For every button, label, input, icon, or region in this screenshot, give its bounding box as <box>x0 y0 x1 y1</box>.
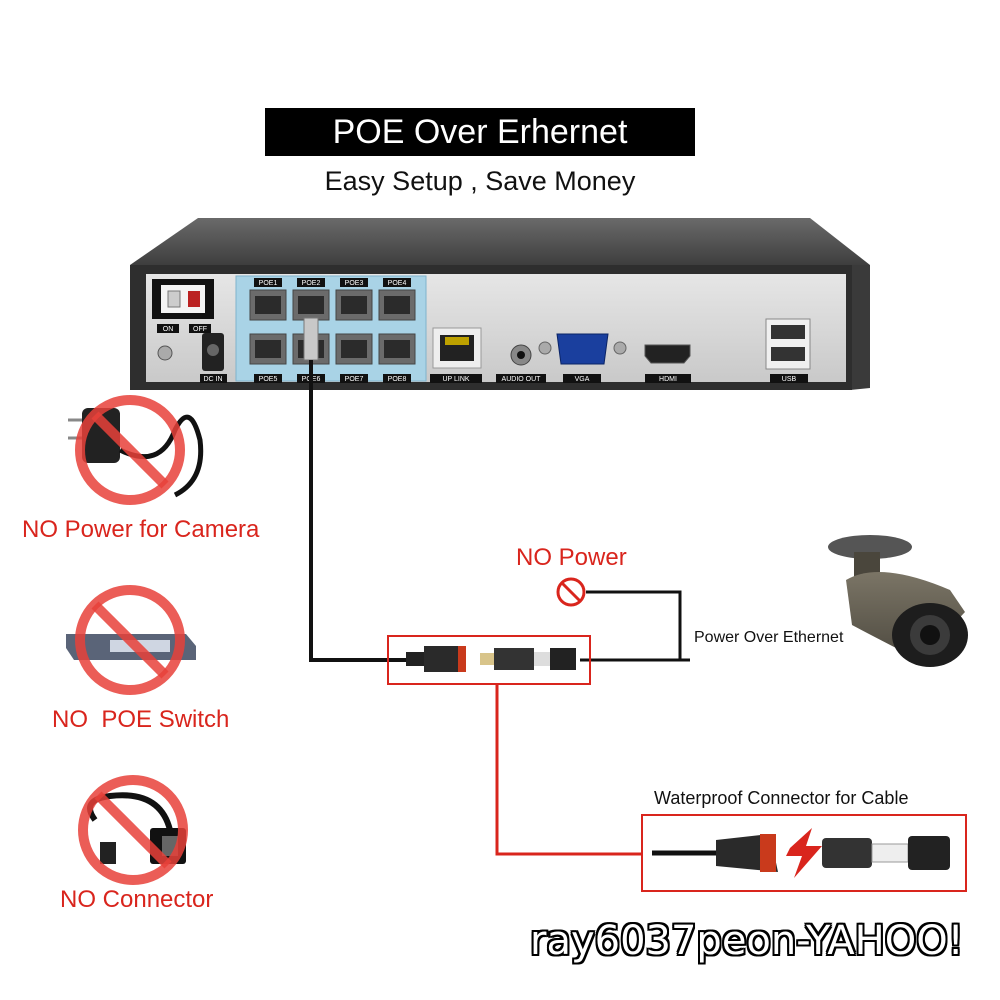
poe-port-socket <box>384 296 410 314</box>
poe-port-label: POE8 <box>388 376 407 383</box>
poe-port-label-bg <box>340 374 368 383</box>
poe-port-label-bg <box>383 374 411 383</box>
hdmi-label: HDMI <box>659 376 677 383</box>
poe-port-label-bg <box>383 278 411 287</box>
poe-port-socket <box>255 296 281 314</box>
bullet-camera <box>828 535 968 667</box>
waterproof-connector-label: Waterproof Connector for Cable <box>654 788 909 808</box>
poe-port-label: POE5 <box>259 376 278 383</box>
no-connector-label: NO Connector <box>60 886 214 913</box>
waterproof-highlight-box <box>641 814 967 892</box>
audio-out-jack <box>496 344 546 383</box>
poe-port-label: POE4 <box>388 280 407 287</box>
poe-port-label: POE7 <box>345 376 364 383</box>
dc-in-jack <box>200 333 227 383</box>
vga-label: VGA <box>575 376 590 383</box>
poe-port-label: POE1 <box>259 280 278 287</box>
waterproof-connector <box>652 828 950 878</box>
watermark: ray6037peon-YAHOO! <box>530 918 964 964</box>
no-power-symbol <box>556 577 586 607</box>
ground-screw <box>157 345 173 361</box>
cable-connector <box>406 646 576 672</box>
diagram-title: POE Over Erhernet <box>265 108 695 156</box>
ethernet-cable <box>303 317 690 662</box>
hdmi-port <box>644 344 691 383</box>
power-over-ethernet-label: Power Over Ethernet <box>694 629 844 646</box>
poe-port-socket <box>384 340 410 358</box>
usb-label: USB <box>782 376 797 383</box>
uplink-port <box>430 327 482 383</box>
poe-port-label: POE2 <box>302 280 321 287</box>
callout-line <box>495 684 642 856</box>
poe-port-socket <box>298 296 324 314</box>
nvr-right-side <box>850 265 870 390</box>
connector-highlight-box <box>387 635 591 685</box>
poe-port-socket <box>341 296 367 314</box>
poe-port-label-bg <box>254 374 282 383</box>
poe-port-socket <box>255 340 281 358</box>
poe-ports-top: POE1 POE2 POE3 POE4 <box>249 278 416 321</box>
no-poe-switch-label: NO POE Switch <box>52 706 230 733</box>
switch-off-label: OFF <box>193 326 207 333</box>
power-switch <box>152 279 214 333</box>
no-adapter-icon <box>68 395 204 505</box>
no-power-label: NO Power <box>516 544 627 571</box>
poe-port-label-bg <box>297 278 325 287</box>
no-connector-icon <box>78 775 188 885</box>
switch-on-label: ON <box>163 326 174 333</box>
poe-port-label-bg <box>254 278 282 287</box>
no-switch-icon <box>66 585 196 695</box>
vga-port <box>538 333 627 383</box>
poe-port-label: POE3 <box>345 280 364 287</box>
nvr-top-cover <box>130 218 870 265</box>
uplink-label: UP LINK <box>442 376 469 383</box>
poe-port-label-bg <box>340 278 368 287</box>
usb-ports <box>765 318 811 383</box>
diagram-subtitle: Easy Setup , Save Money <box>324 166 636 196</box>
audio-out-label: AUDIO OUT <box>502 376 542 383</box>
poe-port-socket <box>341 340 367 358</box>
dc-in-label: DC IN <box>203 376 222 383</box>
no-power-camera-label: NO Power for Camera <box>22 516 260 543</box>
